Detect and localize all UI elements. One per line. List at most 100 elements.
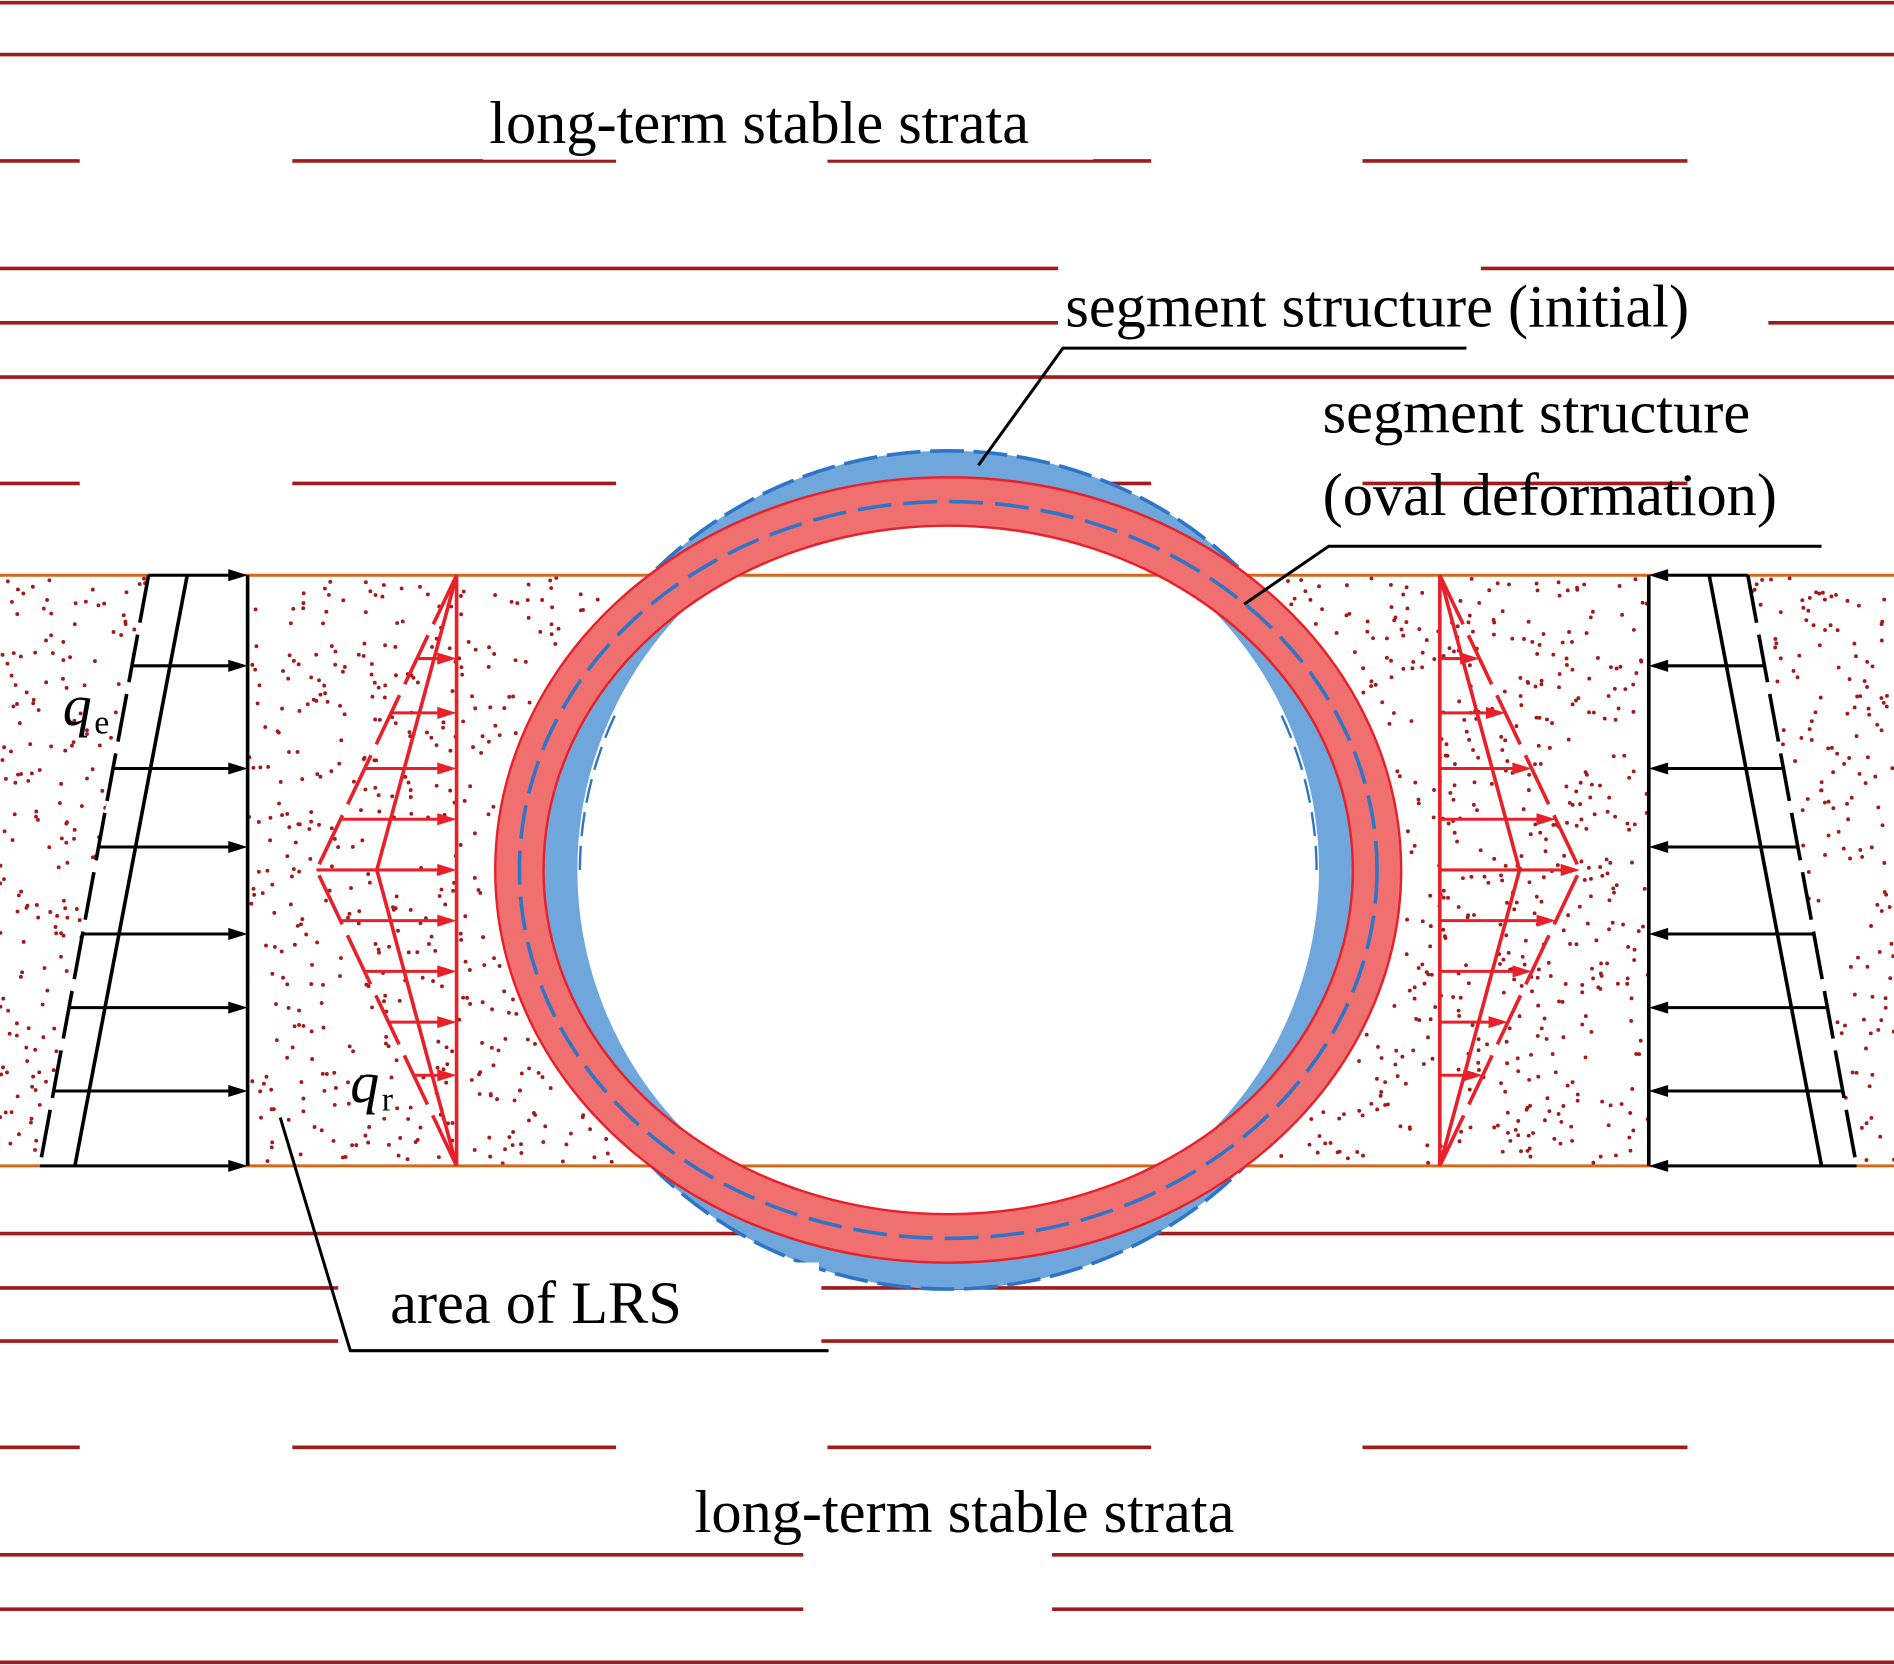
dot [511,997,515,1002]
dot [33,1088,38,1092]
dot [1365,619,1370,624]
dot [510,1143,515,1148]
dot [1536,967,1541,972]
dot [37,768,42,772]
dot [1448,790,1453,795]
dot [359,1074,364,1079]
qr-outer-dashed [314,574,459,1167]
qr-arrow-head [1536,914,1556,927]
dot [1405,606,1410,611]
dot [1878,1134,1883,1139]
dot [538,629,543,634]
dot [1600,1099,1605,1104]
dot [506,1010,511,1015]
dot [536,1070,541,1075]
dot [1574,942,1579,947]
dot [56,865,61,870]
dot [1464,729,1469,734]
dot [1286,579,1290,583]
dot [5,1070,9,1075]
dot [297,1022,302,1027]
dot [70,743,74,748]
dot [543,1124,548,1129]
dot [588,1127,592,1132]
dot [407,730,412,735]
dot [1459,1129,1464,1134]
dot [339,956,343,960]
dot [1550,1052,1555,1056]
dot [554,575,559,580]
dot [578,608,583,613]
dot [1518,694,1523,698]
dot [1584,631,1589,636]
dot [270,971,275,976]
dot [102,601,107,606]
initial-ring-inner-visible [578,712,1318,870]
dot [1530,639,1535,644]
dot [1608,1103,1613,1108]
dot [297,709,302,713]
dot [1605,961,1610,966]
dot [381,583,386,587]
dot [285,982,290,987]
dot [319,1001,324,1005]
dot [1799,735,1804,740]
dot [1800,598,1805,603]
dot [0,1004,3,1009]
dot [441,725,445,730]
dot [466,639,471,644]
qe-arrow-head [228,840,248,854]
dot [2,829,7,834]
dot [1625,981,1630,986]
dot [568,1131,573,1136]
dot [1383,1080,1388,1085]
dot [1393,615,1398,620]
dot [1564,784,1569,789]
dot [1458,995,1463,1000]
dot [1420,650,1425,655]
dot [1527,1077,1532,1082]
dot [1416,966,1421,970]
dot [488,705,493,710]
dot [1446,821,1451,826]
dot [321,1025,326,1030]
dot [1513,1127,1518,1132]
resistance-qr-right [1438,574,1582,1167]
dot [250,1079,255,1084]
dot [1476,755,1481,760]
dot [1587,676,1592,681]
dot [1433,1005,1438,1009]
dot [1791,668,1796,673]
dot [274,1002,278,1006]
dot [259,1115,263,1120]
dot [507,694,512,699]
dot [0,881,3,886]
dot [1400,1054,1405,1059]
dot [0,652,5,657]
dot [1472,780,1477,785]
dot [1470,1023,1475,1028]
dot [1845,801,1849,806]
dot [9,1110,14,1115]
dot [281,669,285,673]
dot [480,734,485,739]
dot [370,694,375,699]
dot [1781,728,1786,733]
dot [85,776,89,781]
dot [1492,856,1497,861]
dot [336,845,341,850]
dot [1598,986,1603,991]
dot [1412,996,1417,1001]
dot [295,749,300,754]
dot [1628,1148,1633,1153]
dot [1820,590,1825,595]
dot [391,907,396,912]
dot [1307,1142,1312,1147]
dot [258,765,263,770]
dot [1598,1154,1603,1159]
dot [1476,1037,1481,1042]
dot [1634,1051,1639,1056]
dot [45,988,50,993]
qe-arrow-head [1648,762,1669,775]
dot [111,630,116,634]
